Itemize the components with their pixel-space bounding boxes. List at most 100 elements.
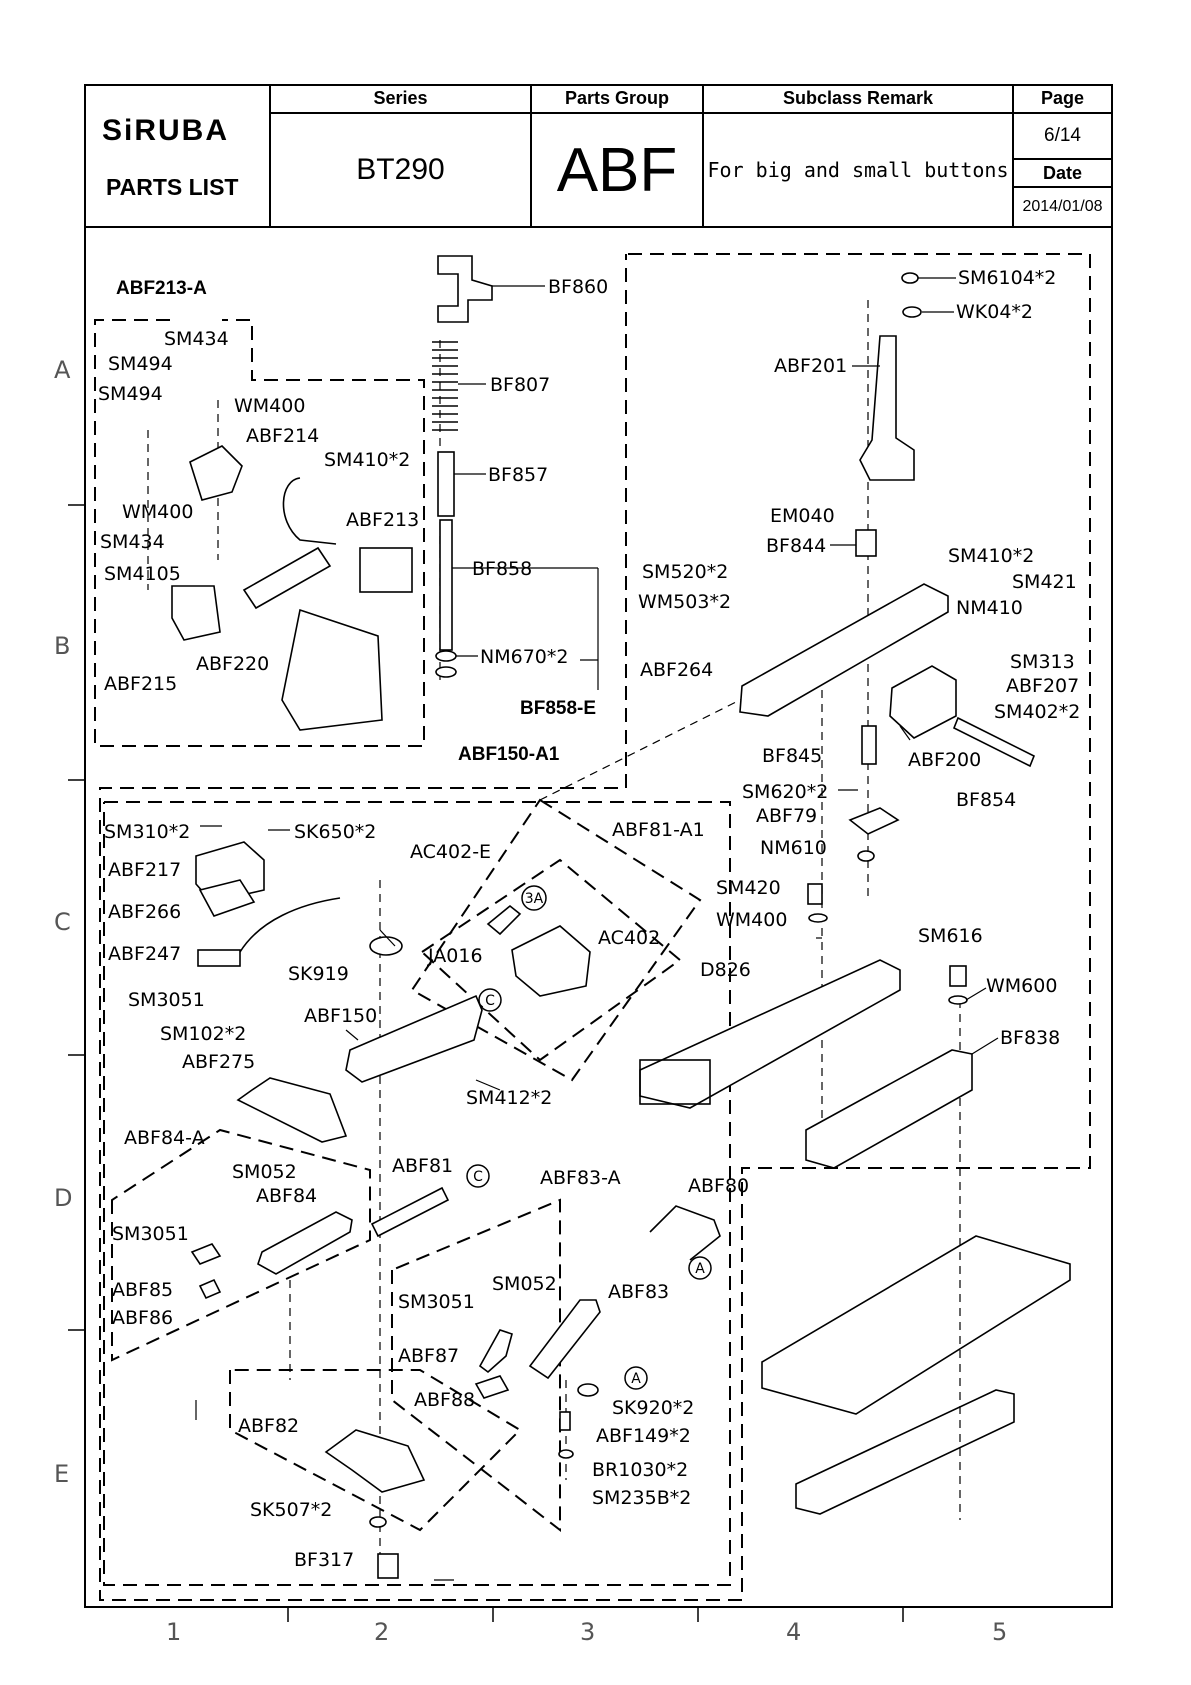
part-label: ABF201 (774, 355, 847, 377)
sk919-part (369, 936, 403, 956)
zone-row-label: D (54, 1184, 72, 1212)
part-label: ABF81 (392, 1155, 453, 1177)
part-label: WM600 (986, 975, 1057, 997)
part-label: BF807 (490, 374, 550, 396)
zone-row-label: E (54, 1460, 69, 1488)
part-label: ABF88 (414, 1389, 475, 1411)
part-label: SM420 (716, 877, 781, 899)
zone-col-label: 3 (580, 1618, 595, 1646)
part-label: BF838 (1000, 1027, 1060, 1049)
parts-group-value: ABF (556, 135, 678, 205)
part-label: WM503*2 (638, 591, 731, 613)
part-label: AC402 (598, 927, 660, 949)
part-label: ABF86 (112, 1307, 173, 1329)
page-cell: Page 6/14 Date 2014/01/08 (1014, 84, 1111, 226)
zone-ticks (68, 504, 904, 1622)
marker-a1 (688, 1256, 712, 1280)
marker-a1-text: A (695, 1261, 705, 1277)
part-label: ABF82 (238, 1415, 299, 1437)
sk920-part (577, 1383, 599, 1397)
abf80-part (649, 1205, 721, 1261)
abf87-part (478, 1329, 513, 1374)
ac402-part (511, 925, 591, 997)
part-label: SM3051 (112, 1223, 189, 1245)
part-label: SM3051 (128, 989, 205, 1011)
part-label: NM670*2 (480, 646, 568, 668)
part-label: ABF207 (1006, 675, 1079, 697)
abf86-part (198, 1278, 222, 1300)
zone-row-label: B (54, 632, 70, 660)
bf845-part (861, 725, 877, 765)
abf81a1-box (410, 798, 702, 1082)
part-label: SM235B*2 (592, 1487, 691, 1509)
abf83-part (528, 1299, 601, 1380)
sm616-part (949, 965, 967, 987)
part-label: D826 (700, 959, 751, 981)
group-label-bf858e: BF858-E (520, 698, 596, 719)
bf838-part (805, 1049, 973, 1169)
group-label-abf150a1: ABF150-A1 (458, 744, 560, 765)
part-label: SK507*2 (250, 1499, 332, 1521)
part-label: SM412*2 (466, 1087, 552, 1109)
wk04-part (902, 306, 922, 318)
part-label: ABF200 (908, 749, 981, 771)
part-label: BF317 (294, 1549, 354, 1571)
group-label-ac402e: AC402-E (410, 841, 491, 863)
part-label: BF858 (472, 558, 532, 580)
part-label: SM520*2 (642, 561, 728, 583)
part-label: WK04*2 (956, 301, 1033, 323)
part-label: ABF214 (246, 425, 319, 447)
part-label: ABF80 (688, 1175, 749, 1197)
series-value: BT290 (356, 153, 445, 186)
d826-grip (639, 1059, 711, 1105)
sm6104-part (901, 272, 919, 284)
part-labels: ABF213-A BF858-E ABF150-A1 ABF81-A1 AC40… (98, 267, 1080, 1571)
marker-c1-text: C (485, 993, 495, 1009)
d826-part (639, 959, 901, 1109)
part-label: BF860 (548, 276, 608, 298)
right-group-box (99, 253, 1091, 1601)
part-label: WM400 (122, 501, 193, 523)
part-label: BF845 (762, 745, 822, 767)
page-value: 6/14 (1044, 125, 1081, 146)
zone-labels: A B C D E 1 2 3 4 5 (54, 356, 1007, 1646)
part-label: JA016 (427, 945, 483, 967)
bf858-part (439, 519, 453, 651)
abf213a-box (94, 319, 425, 747)
part-label: SM620*2 (742, 781, 828, 803)
part-label: ABF150 (304, 1005, 377, 1027)
parts-list-title: PARTS LIST (106, 174, 239, 200)
part-label: SM310*2 (104, 821, 190, 843)
part-label: SM494 (108, 353, 173, 375)
abf81-part (370, 1186, 450, 1238)
ja016-part (486, 904, 522, 936)
part-label: ABF84 (256, 1185, 317, 1207)
abf220-part (242, 546, 332, 610)
abf83a-box (391, 1198, 561, 1533)
part-label: SM402*2 (994, 701, 1080, 723)
part-label: SM3051 (398, 1291, 475, 1313)
nm610-part (857, 850, 875, 862)
part-label: SK920*2 (612, 1397, 694, 1419)
part-label: SM313 (1010, 651, 1075, 673)
zone-col-label: 4 (786, 1618, 801, 1646)
abf215-part (171, 585, 221, 641)
abf150-part (345, 994, 483, 1083)
part-label: SM421 (1012, 571, 1077, 593)
bf854-part (952, 716, 1036, 768)
part-label: SM494 (98, 383, 163, 405)
abf88-part (474, 1375, 510, 1399)
abf200-part (889, 665, 957, 739)
part-label: WM400 (716, 909, 787, 931)
part-label: SM410*2 (948, 545, 1034, 567)
ac402e-box (420, 858, 682, 1062)
sm420-part (807, 883, 823, 905)
abf247-cable (239, 897, 341, 953)
marker-3a (521, 885, 547, 911)
circle-markers (466, 885, 712, 1390)
marker-a2-text: A (631, 1371, 641, 1387)
group-label-abf213a: ABF213-A (116, 278, 207, 299)
part-label: ABF264 (640, 659, 713, 681)
abf79-part (848, 807, 900, 835)
